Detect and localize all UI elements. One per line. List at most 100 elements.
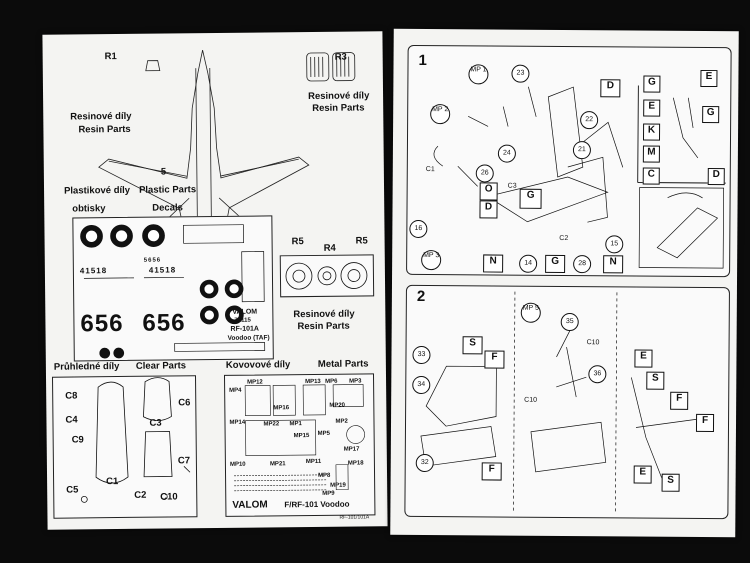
clear-label-c4: C4: [65, 414, 78, 426]
resin-exhaust-drawing: [306, 52, 356, 82]
part-circle-34: 34: [412, 375, 431, 395]
clear-label-c6: C6: [178, 397, 191, 409]
decal-big-number-2: 656: [142, 309, 186, 337]
photo-etch-title: F/RF-101 Voodoo: [284, 499, 350, 510]
resin-parts-english-left: Resin Parts: [78, 123, 131, 136]
mp-label-mp16: MP16: [273, 405, 290, 412]
detail-box-k: K: [642, 123, 661, 141]
detail-box-e2: E: [643, 99, 661, 117]
c-label-c10-bottom: C10: [524, 396, 538, 404]
mp-label-mp8: MP8: [318, 472, 331, 479]
part-16: 16: [414, 224, 423, 233]
color-box-e1: E: [634, 349, 653, 368]
cockpit-assembly-drawing: [433, 85, 726, 269]
decals-czech: obtisky: [72, 203, 106, 215]
detail-box-c: C: [642, 167, 660, 185]
part-circle-22: 22: [580, 111, 599, 130]
decals-english: Decals: [152, 202, 183, 214]
mp-1: MP 1: [470, 66, 487, 74]
part-circle-24: 24: [497, 144, 516, 163]
clear-parts-panel: C8 C4 C9 C5 C1 C3 C6 C7 C2 C10: [51, 375, 198, 519]
clear-label-c2: C2: [134, 489, 147, 501]
mp-label-mp22: MP22: [263, 421, 280, 428]
metal-parts-english: Metal Parts: [317, 358, 369, 370]
part-circle-36: 36: [588, 365, 607, 384]
footer-code: RF-101/101A: [339, 514, 370, 521]
mp-label-mp19: MP19: [330, 482, 346, 489]
color-box-e2: E: [633, 465, 652, 484]
mp-3: MP 3: [423, 252, 440, 260]
detail-box-m: M: [642, 145, 660, 163]
color-box-d: D: [479, 200, 498, 219]
part-circle-23: 23: [511, 64, 530, 83]
clear-label-c10: C10: [160, 491, 178, 503]
part-circle-26: 26: [475, 164, 494, 183]
decal-serial-2: 41518: [148, 265, 177, 275]
mp-circle-5: MP 5: [520, 302, 541, 323]
part-33: 33: [417, 350, 426, 359]
mp-label-mp14: MP14: [229, 419, 246, 426]
seat-assembly-drawing: [420, 291, 707, 513]
mp-label-mp10: MP10: [229, 461, 246, 468]
part-36: 36: [593, 370, 602, 378]
part-34: 34: [417, 380, 426, 389]
canopy-drawings: [80, 377, 191, 503]
detail-box-e1: E: [700, 69, 718, 88]
decal-sheet: 41518 41518 5656 656 656 VALOM 72115 RF-…: [72, 215, 274, 362]
photo-etch-drawings: [234, 384, 365, 492]
plastic-parts-english: Plastic Parts: [138, 184, 197, 196]
part-circle-32: 32: [415, 453, 434, 473]
decal-serial-3: 5656: [143, 257, 162, 264]
clear-parts-english: Clear Parts: [135, 360, 187, 372]
part-circle-21: 21: [572, 141, 591, 160]
color-box-o: O: [479, 182, 498, 201]
resin-parts-czech-top: Resinové díly: [308, 90, 370, 103]
resin-parts-english-top: Resin Parts: [312, 102, 365, 114]
resin-parts-english-wheels: Resin Parts: [297, 320, 350, 333]
color-box-f1: F: [484, 350, 505, 369]
mp-label-mp11: MP11: [305, 458, 322, 466]
part-circle-35: 35: [560, 312, 579, 332]
part-23: 23: [516, 69, 525, 77]
mp-label-mp2: MP2: [335, 418, 348, 425]
color-box-n-right: N: [603, 255, 624, 274]
resin-wheel-label-r5b: R5: [355, 235, 368, 247]
aircraft-plan-drawing: [98, 50, 310, 234]
mp-label-mp17: MP17: [343, 446, 360, 453]
c-label-c10-top: C10: [586, 339, 600, 347]
color-box-g-bottom: G: [545, 254, 566, 274]
clear-label-c1: C1: [106, 476, 119, 488]
color-box-s1: S: [462, 336, 483, 355]
part-26: 26: [480, 169, 489, 177]
mp-5: MP 5: [522, 304, 539, 312]
resin-parts-czech-wheels: Resinové díly: [293, 308, 355, 321]
color-box-f3: F: [670, 391, 689, 410]
decal-big-number-1: 656: [80, 309, 124, 338]
part-circle-14: 14: [519, 254, 538, 273]
part-circle-28: 28: [573, 255, 592, 274]
decal-model: RF-101A: [230, 325, 259, 333]
mp-label-mp12: MP12: [247, 379, 263, 386]
color-box-n-left: N: [483, 254, 504, 273]
part-21: 21: [578, 146, 586, 154]
mp-label-mp5: MP5: [317, 430, 330, 437]
detail-box-d: D: [707, 167, 725, 186]
mp-label-mp21: MP21: [269, 461, 286, 468]
color-box-f4: F: [695, 413, 715, 433]
color-box-g: G: [519, 188, 542, 209]
part-circle-33: 33: [412, 345, 431, 365]
part-15: 15: [610, 240, 619, 248]
resin-wheels-panel: [279, 254, 375, 298]
decal-variant: Voodoo (TAF): [227, 334, 270, 342]
c-label-c1: C1: [425, 166, 435, 174]
mp-circle-2: MP 2: [430, 104, 451, 125]
part-circle-15: 15: [605, 235, 624, 254]
resin-wheel-label-r5a: R5: [291, 236, 304, 248]
clear-parts-czech: Průhledné díly: [53, 361, 120, 373]
part-32: 32: [420, 459, 429, 467]
mp-label-mp4: MP4: [229, 387, 242, 394]
clear-label-c5: C5: [66, 484, 79, 496]
part-28: 28: [578, 260, 587, 268]
resin-parts-czech-left: Resinové díly: [70, 110, 132, 123]
color-box-s3: S: [661, 473, 680, 492]
